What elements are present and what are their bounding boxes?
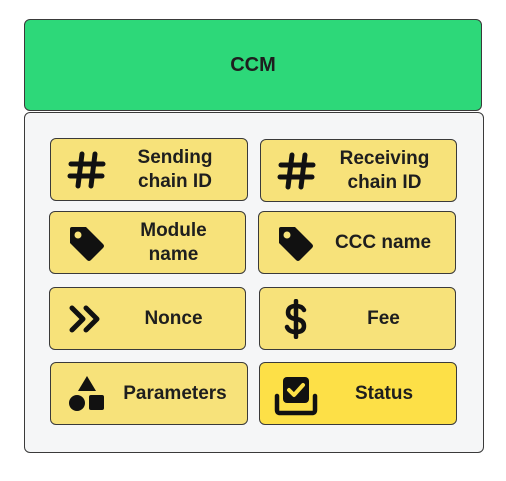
- field-label: Nonce: [144, 307, 203, 329]
- tag-icon: [64, 221, 108, 265]
- field-status: Status: [259, 362, 457, 425]
- field-label: Fee: [367, 307, 400, 329]
- field-nonce: Nonce: [49, 287, 246, 350]
- hash-icon: [275, 149, 319, 193]
- ccm-title: CCM: [230, 53, 276, 76]
- field-label: CCC name: [334, 231, 432, 253]
- field-label: Receiving chain ID: [339, 147, 430, 193]
- field-label: Sending chain ID: [137, 146, 213, 192]
- dollar-icon: [274, 297, 318, 341]
- field-label: Module name: [140, 219, 207, 265]
- shapes-icon: [65, 372, 109, 416]
- field-parameters: Parameters: [50, 362, 248, 425]
- field-label: Status: [354, 382, 414, 404]
- hash-icon: [65, 148, 109, 192]
- field-module-name: Module name: [49, 211, 246, 274]
- ccm-header: CCM: [24, 19, 482, 111]
- field-ccc-name: CCC name: [258, 211, 456, 274]
- field-label: Parameters: [123, 382, 227, 404]
- double-chevron-right-icon: [64, 297, 108, 341]
- field-fee: Fee: [259, 287, 456, 350]
- field-receiving-chain-id: Receiving chain ID: [260, 139, 457, 202]
- checkbox-tray-icon: [274, 372, 318, 416]
- tag-icon: [273, 221, 317, 265]
- field-sending-chain-id: Sending chain ID: [50, 138, 248, 201]
